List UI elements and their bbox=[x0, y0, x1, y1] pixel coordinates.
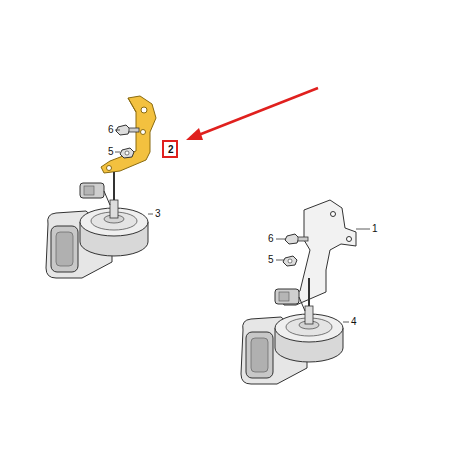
callout-number: 4 bbox=[351, 316, 357, 328]
callout-number: 6 bbox=[268, 233, 274, 245]
callout-number: 5 bbox=[108, 146, 114, 158]
callout-number: 3 bbox=[155, 208, 161, 220]
callout-number: 1 bbox=[372, 223, 378, 235]
callout-number: 5 bbox=[268, 254, 274, 266]
callout-number: 2 bbox=[168, 144, 172, 156]
highlight-box: 2 bbox=[162, 140, 178, 158]
callout-number: 6 bbox=[108, 124, 114, 136]
